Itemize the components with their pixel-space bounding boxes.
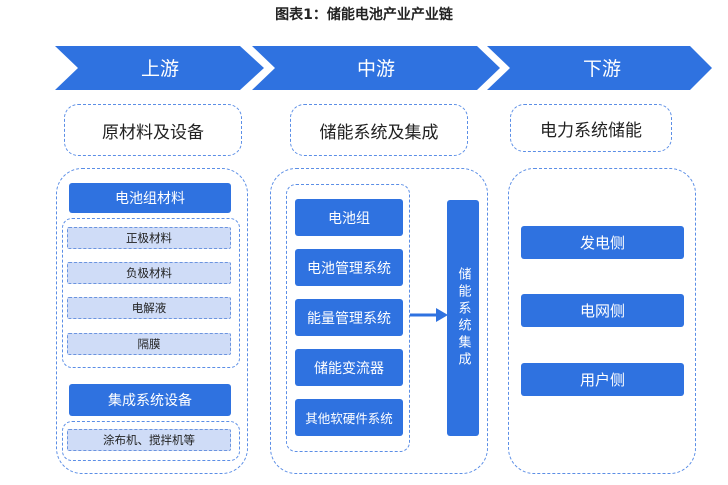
- anode-material[interactable]: 负极材料: [67, 262, 231, 284]
- stage-chevrons: [55, 46, 712, 90]
- coating-mixing-machines[interactable]: 涂布机、搅拌机等: [67, 429, 231, 451]
- power-conversion-system[interactable]: 储能变流器: [295, 349, 403, 386]
- stage-label-midstream: 中游: [356, 58, 395, 80]
- battery-management-system[interactable]: 电池管理系统: [295, 249, 403, 286]
- separator[interactable]: 隔膜: [67, 333, 231, 355]
- page-title: 图表1：储能电池产业产业链: [275, 7, 453, 23]
- downstream-panel: [508, 168, 696, 474]
- category-midstream: 储能系统及集成: [290, 104, 468, 156]
- midstream-components-group: [286, 184, 410, 452]
- arrow-right-icon: [410, 308, 448, 322]
- electrolyte[interactable]: 电解液: [67, 297, 231, 319]
- generation-side[interactable]: 发电侧: [521, 226, 684, 259]
- category-upstream: 原材料及设备: [64, 104, 242, 156]
- category-downstream: 电力系统储能: [510, 104, 672, 152]
- midstream-panel: [270, 168, 488, 474]
- battery-materials-header[interactable]: 电池组材料: [69, 183, 231, 213]
- grid-side[interactable]: 电网侧: [521, 294, 684, 327]
- stage-label-downstream: 下游: [582, 58, 621, 80]
- energy-management-system[interactable]: 能量管理系统: [295, 299, 403, 336]
- other-systems[interactable]: 其他软硬件系统: [295, 399, 403, 436]
- chevron-midstream: [252, 46, 500, 90]
- battery-materials-group: [62, 218, 240, 368]
- stage-label-upstream: 上游: [140, 58, 179, 80]
- integration-equipment-header[interactable]: 集成系统设备: [69, 384, 231, 416]
- upstream-panel: [56, 168, 248, 474]
- battery-pack[interactable]: 电池组: [295, 199, 403, 236]
- cathode-material[interactable]: 正极材料: [67, 227, 231, 249]
- user-side[interactable]: 用户侧: [521, 363, 684, 396]
- storage-system-integration[interactable]: 储能系统集成: [447, 200, 479, 436]
- integration-equipment-group: [62, 421, 240, 461]
- chevron-upstream: [55, 46, 264, 90]
- chevron-downstream: [487, 46, 712, 90]
